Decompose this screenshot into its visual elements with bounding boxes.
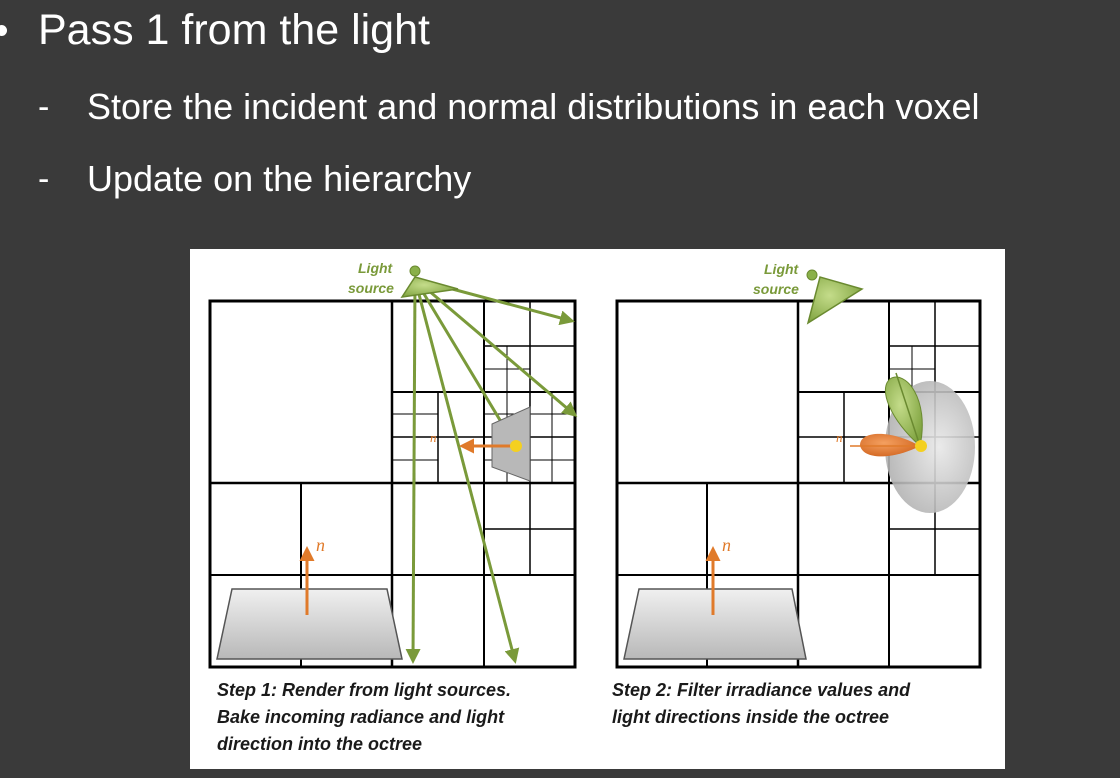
light-cone (806, 276, 864, 325)
octree-diagram: n n Light source (208, 260, 982, 669)
hit-point (915, 440, 927, 452)
light-ray (405, 278, 421, 664)
light-label-line2: source (348, 280, 394, 296)
hit-point (510, 440, 522, 452)
step2-caption: Step 2: Filter irradiance values and lig… (612, 677, 972, 731)
light-label-line1: Light (358, 260, 394, 276)
light-label-line1: Light (764, 261, 800, 277)
caption-line: direction into the octree (217, 734, 423, 754)
light-ray (413, 278, 520, 664)
surface-trapezoid (216, 588, 403, 660)
caption-line: Bake incoming radiance and light (217, 707, 505, 727)
caption-line: light directions inside the octree (612, 707, 890, 727)
light-direction-lobe (885, 376, 923, 447)
octree-figure: n n Light source (190, 249, 1005, 769)
light-cone (400, 276, 459, 298)
light-source-icon (409, 265, 421, 277)
left-octree-panel: n n Light source (208, 260, 578, 669)
sub-bullet-store-distributions: Store the incident and normal distributi… (87, 86, 980, 127)
normal-label-small: n (836, 430, 843, 445)
normal-label-small: n (430, 430, 437, 445)
light-ray (413, 278, 517, 448)
normal-label: n (316, 535, 325, 555)
step1-caption: Step 1: Render from light sources. Bake … (217, 677, 577, 758)
sub-bullet-update-hierarchy: Update on the hierarchy (87, 158, 472, 199)
surface-trapezoid (623, 588, 807, 660)
light-direction-line (895, 372, 921, 447)
light-source-icon (806, 269, 818, 281)
bullet-point (0, 25, 7, 36)
caption-line: Step 1: Render from light sources. (217, 680, 512, 700)
sub-bullet-dash: - (38, 160, 50, 198)
caption-line: Step 2: Filter irradiance values and (612, 680, 911, 700)
sub-bullet-dash: - (38, 88, 50, 126)
right-octree-panel: n n Light source (615, 261, 982, 669)
light-ray (414, 277, 578, 417)
normal-lobe (860, 433, 920, 457)
normal-label: n (722, 535, 731, 555)
slide-title: Pass 1 from the light (38, 6, 430, 54)
light-label-line2: source (753, 281, 799, 297)
